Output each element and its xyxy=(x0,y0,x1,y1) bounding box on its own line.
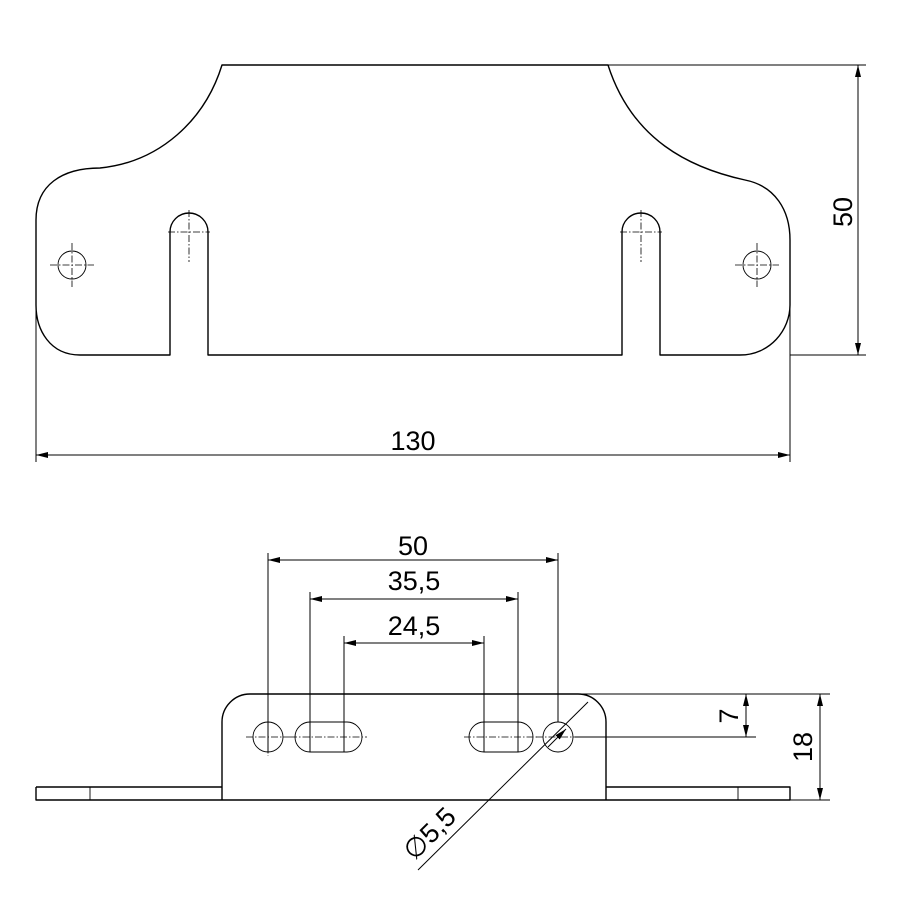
slot-inner-label: 24,5 xyxy=(388,611,441,641)
base-flange xyxy=(35,786,791,801)
hole-height-dimension: 7 xyxy=(575,693,830,738)
hole-spacing-label: 50 xyxy=(398,531,428,561)
hole-height-label: 7 xyxy=(714,708,744,723)
raised-profile xyxy=(221,693,607,800)
width-label: 130 xyxy=(390,426,435,456)
diameter-label: ∅5,5 xyxy=(397,801,461,865)
left-slot-centerlines xyxy=(168,210,210,262)
right-slot xyxy=(464,721,538,753)
width-dimension: 130 xyxy=(35,305,791,462)
top-view: 130 50 xyxy=(35,64,866,462)
slot-outer-label: 35,5 xyxy=(388,566,441,596)
right-mount-hole xyxy=(735,243,779,287)
side-view: 50 35,5 24,5 7 18 ∅5,5 xyxy=(35,531,830,871)
hole-extension-lines xyxy=(267,553,559,752)
diameter-leader: ∅5,5 xyxy=(397,701,589,871)
top-view-outline xyxy=(35,64,791,356)
left-slot xyxy=(290,721,367,753)
slot-inner-dimension: 24,5 xyxy=(344,611,484,646)
total-height-label: 18 xyxy=(788,732,818,762)
height-label: 50 xyxy=(828,197,858,227)
left-mount-hole xyxy=(50,243,94,287)
slot-outer-dimension: 35,5 xyxy=(310,566,518,602)
right-slot-centerlines xyxy=(620,210,662,262)
height-dimension: 50 xyxy=(608,64,866,356)
hole-spacing-dimension: 50 xyxy=(268,531,558,563)
total-height-dimension: 18 xyxy=(788,694,830,801)
